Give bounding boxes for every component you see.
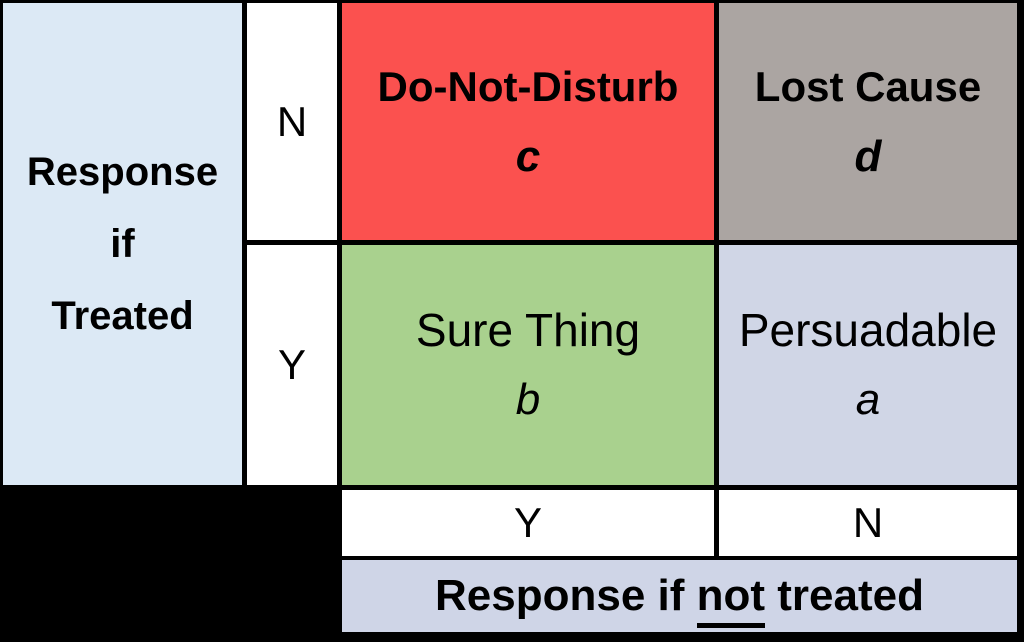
col-value-y-label: Y: [513, 499, 542, 546]
col-value-n-label: N: [852, 499, 884, 546]
col-axis-title-after: treated: [765, 571, 924, 620]
row-axis-title-line-1: Response: [26, 150, 219, 194]
row-axis-title: Response if Treated: [3, 3, 242, 485]
quadrant-do-not-disturb: Do-Not-Disturb c: [342, 3, 714, 240]
col-axis-title-before: Response if: [435, 571, 697, 620]
quadrant-lost-cause-label: Lost Cause: [754, 62, 982, 110]
col-value-n: N: [719, 490, 1017, 556]
quadrant-persuadable-label: Persuadable: [738, 304, 998, 356]
row-value-y: Y: [247, 245, 337, 485]
quadrant-sure-thing: Sure Thing b: [342, 245, 714, 485]
quadrant-persuadable: Persuadable a: [719, 245, 1017, 485]
quadrant-lost-cause-symbol: d: [854, 131, 882, 181]
quadrant-do-not-disturb-label: Do-Not-Disturb: [377, 62, 679, 110]
col-axis-title-underlined: not: [696, 571, 766, 628]
quadrant-persuadable-symbol: a: [855, 375, 881, 424]
quadrant-do-not-disturb-symbol: c: [515, 131, 541, 181]
col-value-y: Y: [342, 490, 714, 556]
quadrant-lost-cause: Lost Cause d: [719, 3, 1017, 240]
row-value-n-label: N: [276, 97, 308, 145]
row-axis-title-line-3: Treated: [51, 294, 194, 338]
quadrant-sure-thing-label: Sure Thing: [415, 304, 641, 356]
col-axis-title: Response if not treated: [342, 560, 1017, 632]
row-value-y-label: Y: [277, 341, 306, 388]
row-axis-title-line-2: if: [110, 222, 135, 266]
quadrant-sure-thing-symbol: b: [515, 375, 541, 424]
row-value-n: N: [247, 3, 337, 240]
